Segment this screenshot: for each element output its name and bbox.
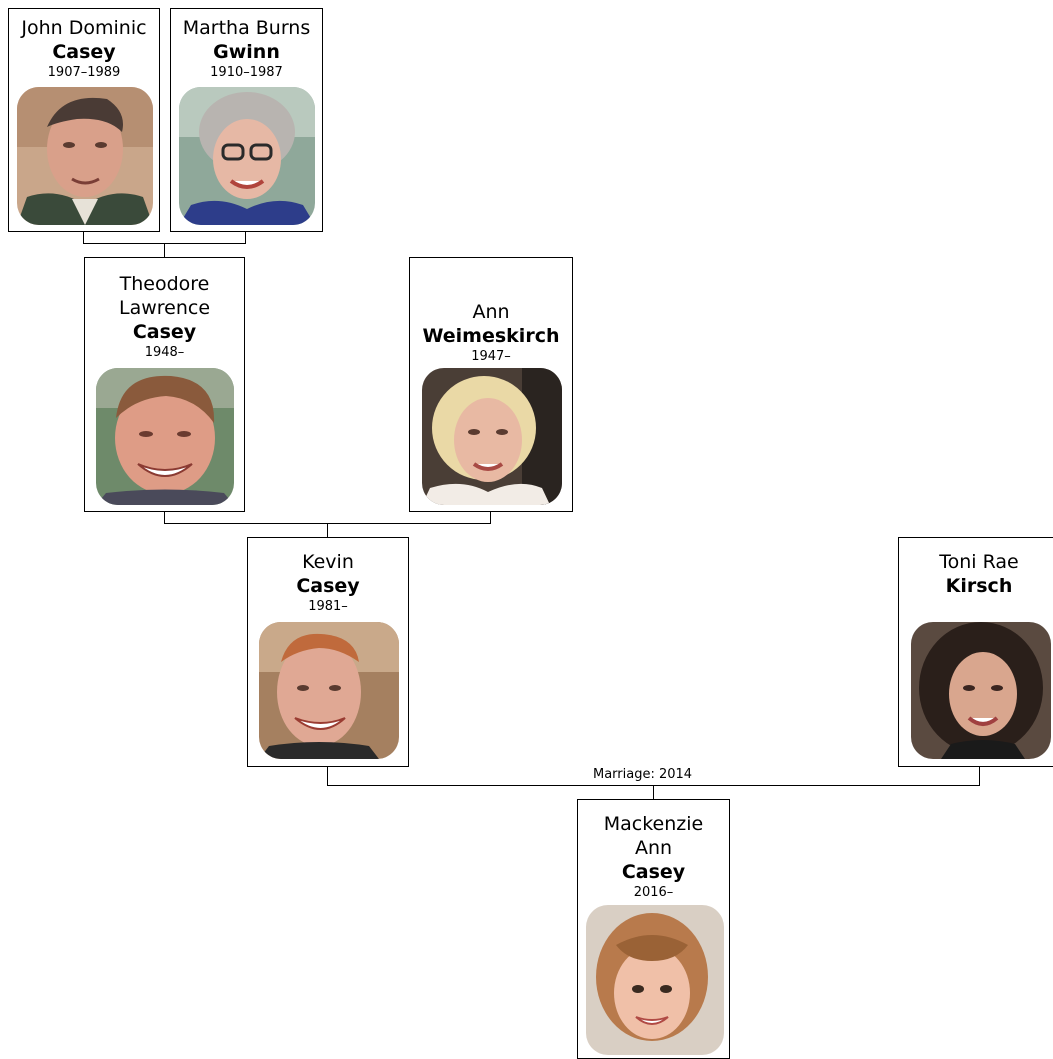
given-name: John Dominic bbox=[21, 17, 147, 39]
surname: Kirsch bbox=[945, 575, 1013, 597]
portrait-woman-icon bbox=[422, 368, 562, 505]
person-card-theodore[interactable]: Theodore Lawrence Casey 1948– bbox=[84, 257, 245, 512]
connector-kevin-toni-right bbox=[979, 766, 980, 785]
portrait-man-icon bbox=[96, 368, 234, 505]
portrait-young-woman-icon bbox=[911, 622, 1051, 759]
person-card-martha[interactable]: Martha Burns Gwinn 1910–1987 bbox=[170, 8, 323, 232]
surname: Weimeskirch bbox=[422, 325, 560, 347]
given-name-middle: Ann bbox=[634, 837, 673, 859]
connector-to-kevin bbox=[327, 523, 328, 538]
surname: Gwinn bbox=[213, 41, 280, 63]
connector-to-mackenzie bbox=[653, 785, 654, 800]
person-card-toni[interactable]: Toni Rae Kirsch bbox=[898, 537, 1053, 767]
given-name: Toni Rae bbox=[939, 551, 1019, 573]
given-name-first: Mackenzie bbox=[603, 813, 704, 835]
surname: Casey bbox=[296, 575, 360, 597]
life-years: 1948– bbox=[144, 345, 185, 360]
portrait-child-icon bbox=[586, 905, 724, 1055]
life-years: 1981– bbox=[308, 599, 348, 614]
person-card-mackenzie[interactable]: Mackenzie Ann Casey 2016– bbox=[577, 799, 730, 1059]
life-years: 1947– bbox=[471, 349, 511, 364]
given-name-middle: Lawrence bbox=[118, 297, 211, 319]
connector-john-martha-right bbox=[245, 231, 246, 243]
life-years: 2016– bbox=[633, 885, 674, 900]
surname: Casey bbox=[52, 41, 116, 63]
connector-john-martha-left bbox=[83, 231, 84, 243]
given-name: Martha Burns bbox=[182, 17, 311, 39]
connector-theodore-ann-right bbox=[490, 512, 491, 524]
given-name-first: Theodore bbox=[119, 273, 210, 295]
given-name: Kevin bbox=[302, 551, 354, 573]
person-card-ann[interactable]: Ann Weimeskirch 1947– bbox=[409, 257, 573, 512]
life-years: 1907–1989 bbox=[47, 65, 121, 80]
surname: Casey bbox=[621, 861, 686, 883]
marriage-label: Marriage: 2014 bbox=[591, 767, 695, 783]
person-card-kevin[interactable]: Kevin Casey 1981– bbox=[247, 537, 409, 767]
surname: Casey bbox=[132, 321, 197, 343]
connector-theodore-ann-left bbox=[164, 512, 165, 524]
given-name: Ann bbox=[472, 301, 510, 323]
portrait-elderly-man-icon bbox=[17, 87, 153, 225]
connector-to-theodore bbox=[164, 243, 165, 258]
person-card-john[interactable]: John Dominic Casey 1907–1989 bbox=[8, 8, 160, 232]
life-years: 1910–1987 bbox=[210, 65, 283, 80]
connector-kevin-toni-left bbox=[327, 766, 328, 785]
portrait-elderly-woman-icon bbox=[179, 87, 315, 225]
portrait-young-man-icon bbox=[259, 622, 399, 759]
